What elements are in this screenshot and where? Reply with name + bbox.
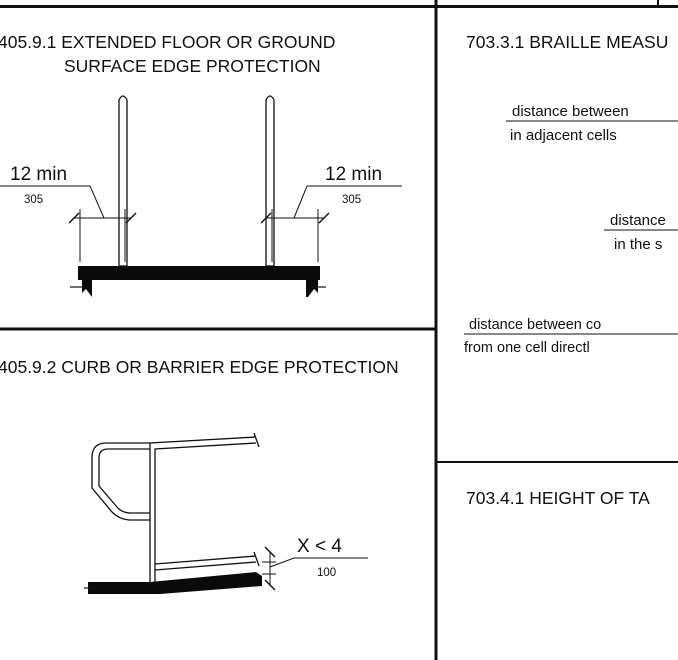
right-dimension-metric: 305: [342, 194, 361, 206]
right-dimension-label: 12 min: [325, 164, 382, 185]
curb-dimension-label: X < 4: [297, 536, 342, 557]
left-dimension: [0, 185, 137, 262]
braille-label-1-line1: distance between: [512, 103, 629, 120]
braille-label-2-line2: in the s: [614, 236, 662, 253]
panel-braille: 703.3.1 BRAILLE MEASU distance between i…: [464, 32, 678, 356]
left-dimension-label: 12 min: [10, 164, 67, 185]
panel-tactile-height: 703.4.1 HEIGHT OF TA: [466, 488, 650, 508]
braille-label-3-line1: distance between co: [469, 317, 601, 333]
left-dimension-metric: 305: [24, 194, 43, 206]
braille-label-2-line1: distance: [610, 212, 666, 229]
curb-base: [84, 572, 262, 594]
braille-label-1-line2: in adjacent cells: [510, 127, 617, 144]
curb-railing: [91, 432, 260, 584]
panel-title-line2: SURFACE EDGE PROTECTION: [64, 56, 321, 76]
panel-extended-floor: 405.9.1 EXTENDED FLOOR OR GROUND SURFACE…: [0, 32, 402, 297]
panel-title-line1: 405.9.1 EXTENDED FLOOR OR GROUND: [0, 32, 335, 52]
panel-title: 405.9.2 CURB OR BARRIER EDGE PROTECTION: [0, 357, 399, 377]
railing-posts: [118, 95, 275, 267]
floor-slab: [70, 266, 326, 297]
panel-title: 703.4.1 HEIGHT OF TA: [466, 488, 650, 508]
right-dimension: [260, 185, 402, 262]
braille-label-3-line2: from one cell directl: [464, 340, 590, 356]
panel-title: 703.3.1 BRAILLE MEASU: [466, 32, 668, 52]
panel-curb-barrier: 405.9.2 CURB OR BARRIER EDGE PROTECTION: [0, 357, 399, 594]
curb-dimension: [262, 546, 368, 591]
curb-dimension-metric: 100: [317, 567, 336, 579]
